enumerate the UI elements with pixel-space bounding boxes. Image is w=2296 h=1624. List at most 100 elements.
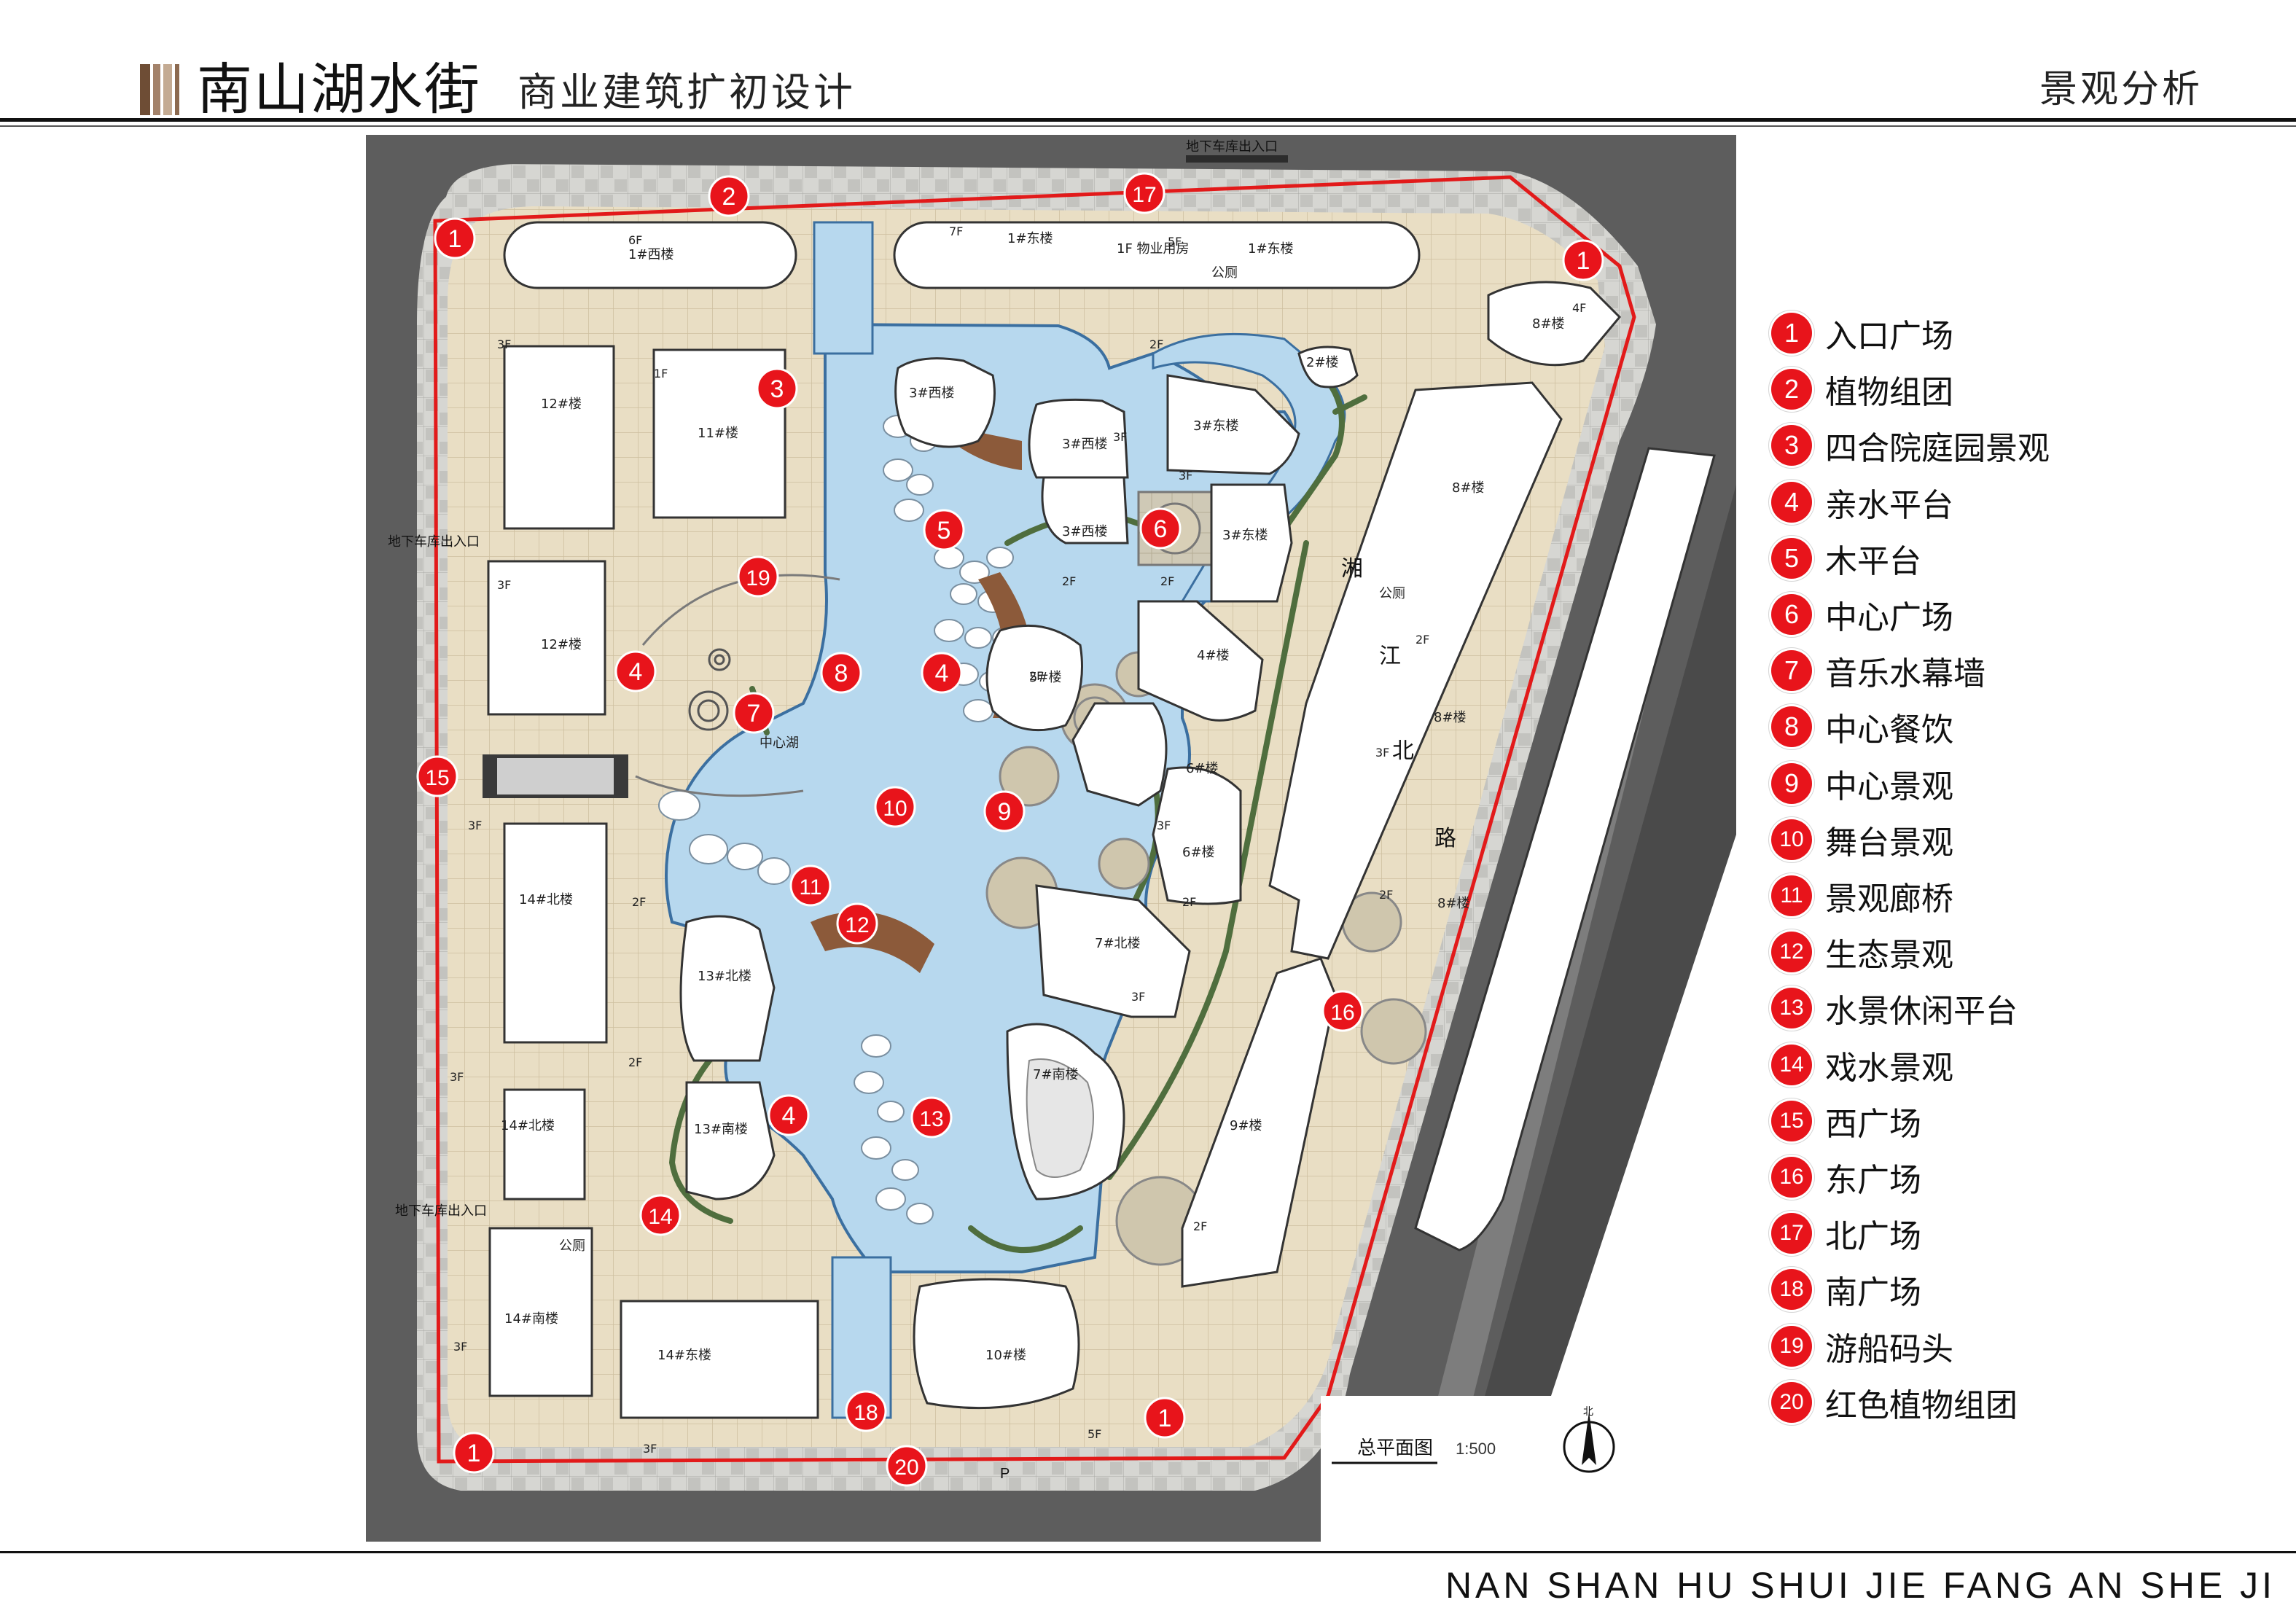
legend-number-badge: 20	[1771, 1381, 1812, 1423]
marker-number: 10	[883, 797, 907, 821]
lake-label: 中心湖	[760, 735, 799, 751]
road-name-char: 江	[1379, 644, 1401, 669]
building-floors: 2F	[1193, 1219, 1207, 1233]
marker-14: 14	[639, 1194, 682, 1236]
building-label: 11#楼	[698, 426, 738, 441]
marker-circle	[737, 555, 779, 598]
legend-number-badge: 19	[1771, 1325, 1812, 1367]
legend-number-badge: 9	[1771, 762, 1812, 804]
legend-number-badge: 10	[1771, 819, 1812, 860]
legend-label: 木平台	[1825, 542, 1921, 580]
marker-4: 4	[921, 652, 963, 694]
section-title: 景观分析	[2039, 68, 2203, 112]
building-floors: 5F	[1088, 1427, 1101, 1441]
building-label: 7#南楼	[1033, 1067, 1079, 1082]
marker-number: 15	[425, 766, 449, 790]
marker-number: 1	[1158, 1405, 1172, 1432]
building-label: 8#楼	[1532, 316, 1565, 332]
building-floors: 3F	[1113, 430, 1127, 444]
building-floors: 3F	[497, 337, 511, 351]
marker-circle	[416, 755, 458, 797]
header-rule-thin	[0, 125, 2296, 127]
building-label: 公厕	[1211, 265, 1238, 281]
building-label: 1#西楼	[628, 247, 674, 262]
legend-number-badge: 3	[1771, 425, 1812, 466]
building-label: 14#东楼	[657, 1348, 711, 1363]
building-label: 8#楼	[1437, 896, 1470, 911]
caption-bg	[1321, 1396, 1590, 1542]
legend-number-badge: 7	[1771, 650, 1812, 692]
legend-label: 北广场	[1825, 1218, 1921, 1256]
legend-label: 舞台景观	[1825, 824, 1953, 862]
title-bar-accent-2	[153, 64, 160, 115]
road-name-char: 湘	[1341, 556, 1363, 582]
legend-number-badge: 14	[1771, 1044, 1812, 1085]
marker-circle	[434, 217, 476, 259]
building-label: 13#北楼	[698, 969, 751, 984]
marker-circle	[733, 692, 775, 734]
legend-number-badge: 11	[1771, 875, 1812, 916]
marker-number: 20	[894, 1456, 918, 1480]
legend-number-badge: 4	[1771, 481, 1812, 523]
building-floors: 1F	[654, 367, 668, 380]
building-label: 5#楼	[1029, 670, 1062, 685]
marker-1: 1	[453, 1432, 495, 1474]
west-entrance-label-2: 地下车库出入口	[395, 1203, 487, 1219]
marker-number: 18	[854, 1401, 878, 1425]
marker-circle	[1144, 1397, 1186, 1439]
marker-13: 13	[910, 1096, 953, 1139]
title-bar-accent-4	[175, 64, 179, 115]
marker-circle	[874, 786, 916, 828]
building-label: 1#东楼	[1248, 241, 1294, 257]
building-label: 13#南楼	[694, 1122, 748, 1137]
legend-label: 东广场	[1825, 1162, 1921, 1199]
building-floors: 2F	[1182, 895, 1196, 909]
marker-number: 4	[629, 658, 643, 686]
page-title: 南山湖水街	[197, 57, 481, 122]
road-name-char: 路	[1434, 826, 1456, 851]
marker-circle	[983, 790, 1026, 832]
marker-number: 8	[835, 660, 848, 687]
marker-number: 6	[1154, 515, 1168, 543]
marker-number: 14	[648, 1205, 672, 1229]
marker-7: 7	[733, 692, 775, 734]
north-label: 北	[1583, 1406, 1593, 1418]
building-label: 2#楼	[1306, 355, 1339, 370]
building-floors: 2F	[1160, 574, 1174, 588]
building-floors: 3F	[1179, 469, 1192, 483]
legend-number-badge: 6	[1771, 594, 1812, 635]
building-floors: 2F	[1062, 574, 1076, 588]
title-bar-accent-1	[140, 64, 150, 115]
building-floors: 3F	[450, 1070, 464, 1084]
building-label: 3#西楼	[1062, 437, 1108, 452]
marker-5: 5	[923, 509, 965, 551]
building-floors: 2F	[1029, 669, 1043, 683]
legend-label: 入口广场	[1825, 318, 1953, 355]
building-label: 公厕	[559, 1238, 585, 1254]
marker-19: 19	[737, 555, 779, 598]
building-floors: 3F	[1375, 746, 1389, 760]
marker-9: 9	[983, 790, 1026, 832]
building-label: 12#楼	[541, 397, 582, 412]
music-fountain	[688, 648, 731, 731]
legend-number-badge: 5	[1771, 537, 1812, 579]
building-floors: 3F	[1131, 990, 1145, 1004]
west-entrance-label-1: 地下车库出入口	[388, 534, 480, 550]
building-label: 3#西楼	[1062, 524, 1108, 539]
legend-item: 10 舞台景观	[1771, 816, 1953, 863]
west-gate-light	[497, 758, 614, 795]
marker-number: 9	[998, 798, 1012, 826]
marker-17: 17	[1123, 172, 1165, 214]
marker-circle	[639, 1194, 682, 1236]
lake-arc-walk	[641, 574, 840, 646]
marker-number: 4	[935, 660, 949, 687]
